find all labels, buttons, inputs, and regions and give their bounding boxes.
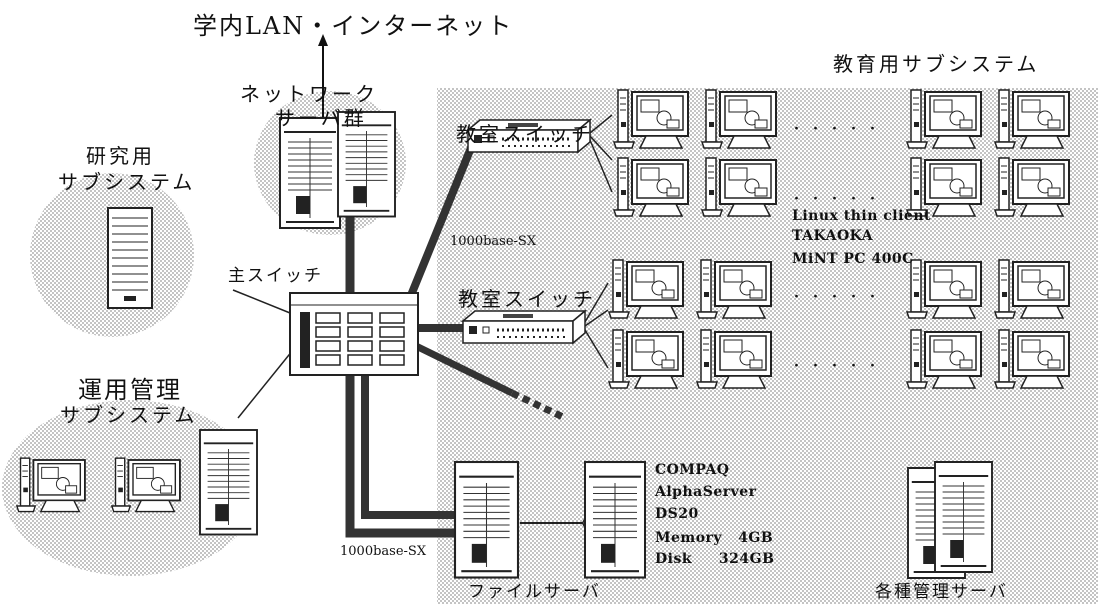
research-server-rack[interactable] — [107, 207, 153, 309]
cable-expansion-line — [412, 341, 514, 397]
education-subsystem-label: 教育用サブシステム — [833, 52, 1040, 76]
server-spec-line2: AlphaServer — [655, 484, 757, 500]
server-spec-line3: DS20 — [655, 506, 699, 522]
operations-monitor-1[interactable] — [15, 457, 86, 513]
network-servers-label-line2: サーバ群 — [275, 106, 367, 130]
client-monitor[interactable] — [613, 89, 689, 149]
client-monitor[interactable] — [994, 157, 1070, 217]
operations-subsystem-label-line1: 運用管理 — [78, 376, 182, 404]
cable-to-file-server-2 — [361, 372, 458, 519]
management-server-tower-2[interactable] — [934, 461, 993, 573]
client-monitor[interactable] — [906, 259, 982, 319]
client-monitor[interactable] — [994, 89, 1070, 149]
client-monitor[interactable] — [994, 259, 1070, 319]
ellipsis-row-2: ・・・・・ — [790, 192, 886, 207]
cable-to-file-server-1 — [345, 372, 458, 538]
lower-link-label: 1000base-SX — [340, 544, 427, 559]
client-monitor[interactable] — [994, 329, 1070, 389]
client-monitor[interactable] — [608, 259, 684, 319]
cable-expansion-dashed — [510, 389, 567, 422]
operations-server-tower[interactable] — [199, 429, 258, 536]
server-spec-line1: COMPAQ — [655, 462, 730, 478]
link-to-research — [232, 289, 296, 316]
client-monitor[interactable] — [613, 157, 689, 217]
main-switch[interactable] — [289, 292, 419, 376]
operations-monitor-2[interactable] — [110, 457, 181, 513]
file-server-tower-1[interactable] — [453, 460, 520, 579]
classroom-switch-1-label: 教室スイッチ — [456, 122, 594, 146]
main-switch-label: 主スイッチ — [228, 266, 323, 286]
server-spec-line4: Memory 4GB — [655, 530, 774, 546]
network-servers-label-line1: ネットワーク — [240, 82, 378, 106]
uplink-arrowhead — [318, 34, 328, 46]
switch-2-fanout — [584, 282, 609, 369]
file-server-label: ファイルサーバ — [468, 582, 601, 602]
ellipsis-row-3: ・・・・・ — [790, 290, 886, 305]
client-monitor[interactable] — [701, 89, 777, 149]
client-monitor[interactable] — [608, 329, 684, 389]
client-monitor[interactable] — [906, 329, 982, 389]
operations-subsystem-label-line2: サブシステム — [60, 403, 198, 427]
link-to-operations — [237, 344, 298, 419]
ellipsis-row-1: ・・・・・ — [790, 122, 886, 137]
classroom-switch-2[interactable] — [461, 309, 587, 345]
ellipsis-row-4: ・・・・・ — [790, 359, 886, 374]
management-servers-label: 各種管理サーバ — [875, 582, 1008, 602]
file-server-tower-2[interactable] — [583, 460, 647, 579]
internet-uplink-label: 学内LAN・インターネット — [193, 12, 514, 40]
client-spec-line1: Linux thin client — [792, 208, 931, 224]
client-monitor[interactable] — [696, 259, 772, 319]
classroom-switch-2-label: 教室スイッチ — [458, 287, 596, 311]
client-monitor[interactable] — [696, 329, 772, 389]
client-monitor[interactable] — [906, 89, 982, 149]
client-monitor[interactable] — [701, 157, 777, 217]
research-subsystem-label-line1: 研究用 — [86, 144, 155, 168]
client-spec-line2: TAKAOKA — [792, 228, 874, 244]
research-subsystem-label-line2: サブシステム — [58, 170, 196, 194]
upper-link-label: 1000base-SX — [450, 234, 537, 249]
network-server-tower-1[interactable] — [279, 117, 341, 229]
cable-to-switch-1 — [401, 136, 479, 312]
server-spec-line5: Disk 324GB — [655, 551, 775, 567]
client-spec-line3: MiNT PC 400C — [792, 251, 914, 267]
switch-1-fanout — [589, 114, 613, 193]
